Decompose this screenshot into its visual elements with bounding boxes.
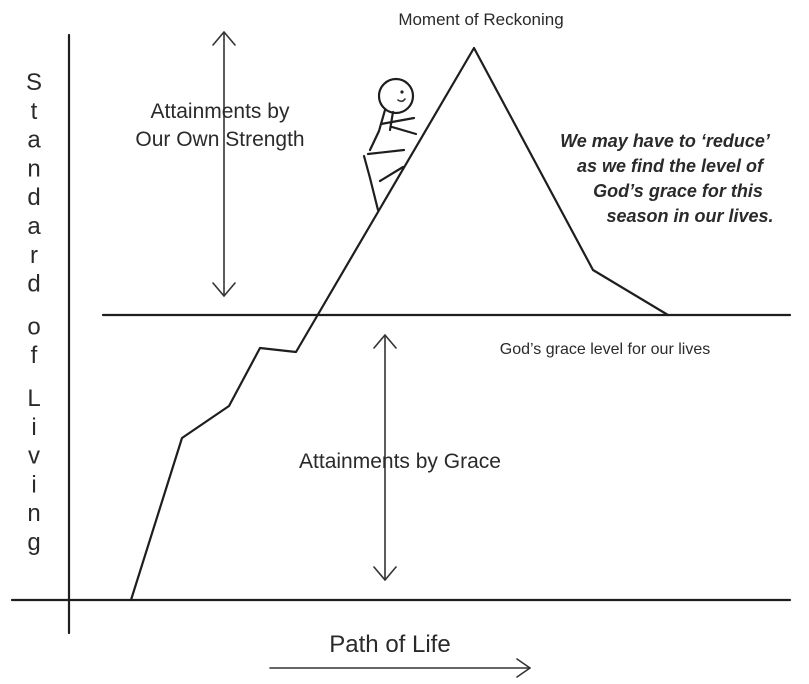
reduce-note: We may have to ‘reduce’ as we find the l… [560,131,773,226]
own-strength-double-arrow [212,31,236,297]
y-axis-label-letter: L [27,385,40,412]
y-axis-label-letter: n [27,155,40,182]
grace-line-label: God’s grace level for our lives [500,341,710,358]
upper-region-label-line2: Our Own Strength [135,128,304,151]
reduce-note-line4: season in our lives. [606,206,773,226]
stick-figure-climber [362,77,418,212]
reduce-note-line3: God’s grace for this [593,181,763,201]
reduce-note-line1: We may have to ‘reduce’ [560,131,771,151]
y-axis-label-letter: d [27,271,40,298]
grace-double-arrow [373,334,397,581]
reduce-note-line2: as we find the level of [577,156,765,176]
y-axis-label-letter: a [27,127,41,154]
y-axis-label-letter: i [31,471,36,498]
y-axis-label-letter: o [27,313,40,340]
y-axis-label-letter: d [27,184,40,211]
y-axis-label-letter: t [31,98,38,125]
x-axis-label: Path of Life [329,631,450,658]
upper-region-label-line1: Attainments by [151,100,290,123]
path-of-life-arrow [269,658,531,678]
y-axis-label-letter: f [31,342,38,369]
chart-title: Moment of Reckoning [398,10,563,29]
y-axis-label-letter: r [30,242,38,269]
y-axis-label-letter: i [31,414,36,441]
y-axis-label-letter: v [28,443,40,470]
lower-region-label: Attainments by Grace [299,450,501,473]
y-axis-label-letter: n [27,500,40,527]
y-axis-label-letter: S [26,69,42,96]
y-axis-label-letter: g [27,529,40,556]
mountain-path [129,46,670,602]
y-axis-label-letter: a [27,213,41,240]
